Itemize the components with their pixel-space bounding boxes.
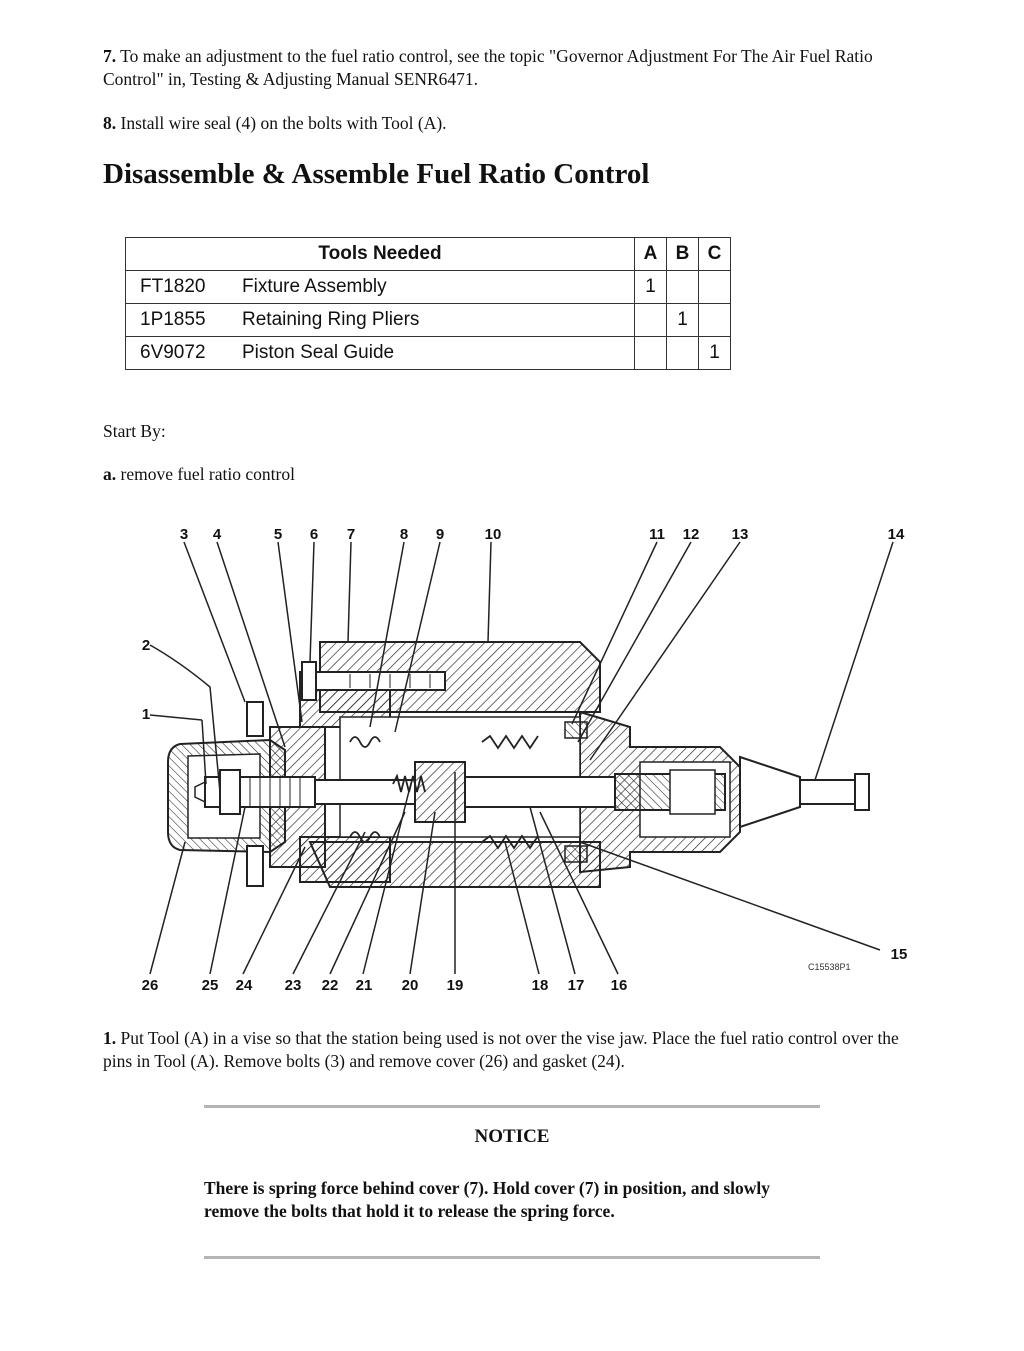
notice-bottom-rule: [204, 1256, 820, 1259]
qty-c: [698, 303, 731, 337]
callout-24: 24: [236, 977, 253, 994]
tools-needed-header: Tools Needed: [125, 237, 635, 271]
qty-b: 1: [666, 303, 699, 337]
notice-title: NOTICE: [474, 1126, 550, 1147]
table-row: 1P1855 Retaining Ring Pliers 1: [125, 303, 731, 337]
part-number: FT1820: [125, 270, 240, 304]
part-number: 6V9072: [125, 336, 240, 370]
part-description: Piston Seal Guide: [240, 336, 635, 370]
callout-21: 21: [356, 977, 373, 994]
step-text: Put Tool (A) in a vise so that the stati…: [103, 1028, 899, 1071]
step-number: 7.: [103, 46, 117, 66]
callout-7: 7: [347, 526, 355, 543]
callout-10: 10: [485, 526, 502, 543]
callout-22: 22: [322, 977, 339, 994]
callout-12: 12: [683, 526, 700, 543]
callout-labels: 3 4 5 6 7 8 9 10 11 12 13 14 2 1 15 26 2…: [142, 526, 908, 994]
qty-b: [666, 270, 699, 304]
callout-19: 19: [447, 977, 464, 994]
callout-15: 15: [891, 946, 908, 963]
step-7-paragraph: 7. To make an adjustment to the fuel rat…: [103, 45, 915, 91]
callout-18: 18: [532, 977, 549, 994]
section-heading: Disassemble & Assemble Fuel Ratio Contro…: [103, 158, 650, 190]
callout-8: 8: [400, 526, 408, 543]
part-description: Retaining Ring Pliers: [240, 303, 635, 337]
step-number: 1.: [103, 1028, 117, 1048]
tools-needed-table: Tools Needed A B C FT1820 Fixture Assemb…: [125, 237, 731, 370]
callout-5: 5: [274, 526, 282, 543]
callout-16: 16: [611, 977, 628, 994]
fuel-ratio-control-diagram: 3 4 5 6 7 8 9 10 11 12 13 14 2 1 15 26 2…: [142, 526, 908, 994]
notice-top-rule: [204, 1105, 820, 1108]
table-row: 6V9072 Piston Seal Guide 1: [125, 336, 731, 370]
callout-25: 25: [202, 977, 219, 994]
qty-c: [698, 270, 731, 304]
qty-a: [634, 303, 667, 337]
step-number: 8.: [103, 113, 117, 133]
step-number: a.: [103, 464, 117, 484]
part-number: 1P1855: [125, 303, 240, 337]
callout-23: 23: [285, 977, 302, 994]
callout-1: 1: [142, 706, 150, 723]
qty-c: 1: [698, 336, 731, 370]
step-text: Install wire seal (4) on the bolts with …: [116, 113, 447, 133]
callout-4: 4: [213, 526, 222, 543]
callout-17: 17: [568, 977, 585, 994]
callout-6: 6: [310, 526, 318, 543]
step-a-paragraph: a. remove fuel ratio control: [103, 463, 915, 486]
callout-13: 13: [732, 526, 749, 543]
col-c-header: C: [698, 237, 731, 271]
step-text: remove fuel ratio control: [116, 464, 295, 484]
notice-text: There is spring force behind cover (7). …: [204, 1178, 771, 1221]
qty-b: [666, 336, 699, 370]
qty-a: 1: [634, 270, 667, 304]
col-a-header: A: [634, 237, 667, 271]
callout-26: 26: [142, 977, 159, 994]
part-description: Fixture Assembly: [240, 270, 635, 304]
figure-id: C15538P1: [808, 962, 851, 972]
qty-a: [634, 336, 667, 370]
col-b-header: B: [666, 237, 699, 271]
table-header-row: Tools Needed A B C: [125, 237, 731, 271]
step-1-paragraph: 1. Put Tool (A) in a vise so that the st…: [103, 1027, 915, 1073]
step-8-paragraph: 8. Install wire seal (4) on the bolts wi…: [103, 112, 915, 135]
table-row: FT1820 Fixture Assembly 1: [125, 270, 731, 304]
callout-20: 20: [402, 977, 419, 994]
start-by-label: Start By:: [103, 421, 166, 441]
callout-3: 3: [180, 526, 188, 543]
callout-14: 14: [888, 526, 905, 543]
callout-9: 9: [436, 526, 444, 543]
callout-11: 11: [649, 526, 665, 543]
callout-2: 2: [142, 637, 150, 654]
step-text: To make an adjustment to the fuel ratio …: [103, 46, 873, 89]
